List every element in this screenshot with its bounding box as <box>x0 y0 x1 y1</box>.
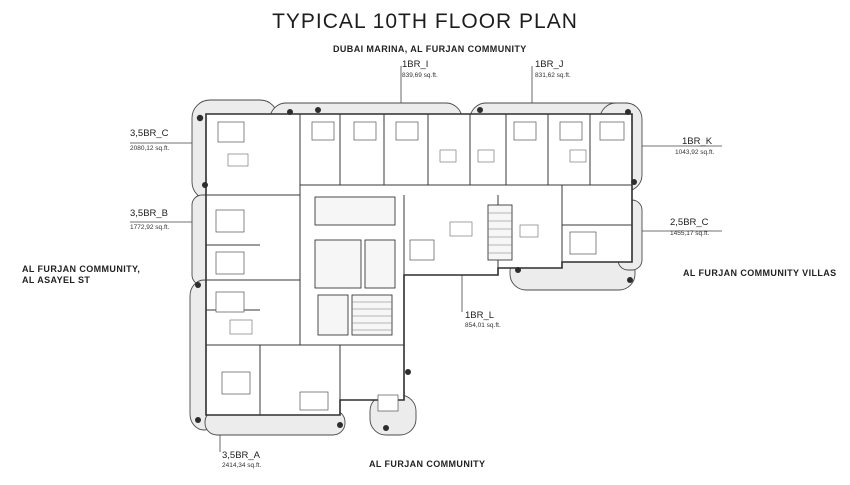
unit-1br-l-area: 854,01 sq.ft. <box>465 322 501 329</box>
south-context-label: AL FURJAN COMMUNITY <box>369 459 486 469</box>
stair-3 <box>487 204 513 261</box>
unit-1br-j-name: 1BR_J <box>535 59 564 70</box>
lift-shaft-1 <box>314 239 362 289</box>
east-context-label: AL FURJAN COMMUNITY VILLAS <box>683 268 837 278</box>
stair-treads <box>352 212 512 331</box>
unit-1br-k-name: 1BR_K <box>682 136 713 147</box>
core <box>314 196 513 336</box>
unit-2-5br-c-area: 1455,17 sq.ft. <box>670 230 710 237</box>
west-context-label-line2: AL ASAYEL ST <box>22 275 91 285</box>
north-context-label: DUBAI MARINA, AL FURJAN COMMUNITY <box>333 44 527 54</box>
page-title: TYPICAL 10TH FLOOR PLAN <box>272 10 578 33</box>
unit-3-5br-c-name: 3,5BR_C <box>130 128 169 139</box>
plants <box>195 107 637 431</box>
unit-1br-k-area: 1043,92 sq.ft. <box>675 149 715 156</box>
unit-3-5br-b-name: 3,5BR_B <box>130 208 169 219</box>
unit-1br-l-name: 1BR_L <box>465 310 495 321</box>
unit-2-5br-c-name: 2,5BR_C <box>670 217 709 228</box>
west-context-label-line1: AL FURJAN COMMUNITY, <box>22 264 141 274</box>
unit-3-5br-a-name: 3,5BR_A <box>222 450 261 461</box>
core-lobby <box>314 196 396 226</box>
unit-1br-i-area: 839,69 sq.ft. <box>402 72 438 79</box>
stair-1 <box>317 294 349 336</box>
outer-wall <box>205 113 633 416</box>
unit-3-5br-b-area: 1772,92 sq.ft. <box>130 224 170 231</box>
stair-2 <box>351 294 393 336</box>
building-outline <box>205 113 633 416</box>
unit-3-5br-c-area: 2080,12 sq.ft. <box>130 145 170 152</box>
furniture-tables <box>227 149 587 335</box>
lift-shaft-2 <box>364 239 396 289</box>
unit-1br-i-name: 1BR_I <box>402 59 429 70</box>
furniture-beds <box>215 121 625 412</box>
unit-3-5br-a-area: 2414,34 sq.ft. <box>222 462 262 469</box>
unit-1br-j-area: 831,62 sq.ft. <box>535 72 571 79</box>
